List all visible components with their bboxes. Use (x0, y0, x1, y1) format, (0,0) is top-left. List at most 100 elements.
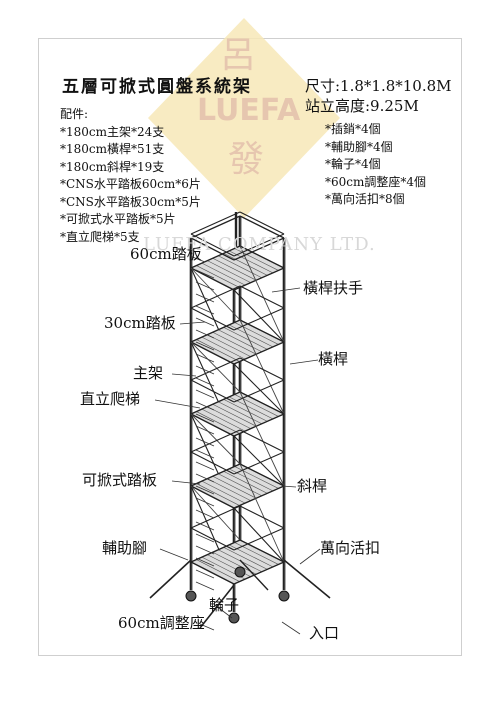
ladder-rung (195, 497, 215, 507)
scaffold-tower (149, 211, 331, 629)
handrail (233, 451, 285, 475)
ladder-rung (195, 365, 215, 375)
ledger (190, 561, 235, 585)
label-60cm-board: 60cm踏板 (130, 245, 202, 263)
parts-heading: 配件: (60, 107, 89, 121)
leader-line (199, 623, 215, 631)
ladder-rung (195, 581, 215, 591)
deck-slat (196, 559, 240, 582)
leader-line (289, 359, 319, 365)
ladder-rung (195, 413, 215, 423)
watermark-diamond (148, 18, 340, 218)
ledger (190, 267, 235, 291)
handrail (190, 357, 241, 381)
deck-slat (207, 478, 251, 501)
leader-line (179, 321, 206, 325)
parts-list-right: *插銷*4個 *輔助腳*4個 *輪子*4個 *60cm調整座*4個 *萬向活扣*… (325, 121, 426, 209)
deck-slat (201, 480, 246, 504)
deck-slat (196, 265, 240, 288)
ledger (233, 485, 285, 509)
parts-item: *180cm主架*24支 (60, 124, 165, 139)
handrail (190, 429, 241, 453)
wheel (228, 612, 240, 624)
ladder-rung (195, 449, 215, 459)
deck-slat (218, 255, 262, 279)
parts-item: *180cm斜桿*19支 (60, 159, 165, 174)
handrail (239, 505, 285, 529)
diagonal-brace (239, 245, 285, 343)
leader-line (281, 621, 301, 635)
ladder-rung (195, 305, 215, 315)
ladder-rung (195, 341, 215, 351)
parts-item: *可掀式水平踏板*5片 (60, 212, 176, 226)
diagonal-brace (233, 363, 285, 415)
ledger (239, 463, 285, 487)
ledger (190, 413, 235, 437)
parts-item: *插銷*4個 (325, 122, 381, 136)
parts-item: *180cm橫桿*51支 (60, 142, 165, 156)
ledger (239, 539, 285, 563)
ladder-rung (195, 377, 215, 387)
diagonal-brace (233, 435, 285, 487)
ledger (190, 391, 241, 415)
top-ring (190, 215, 241, 239)
watermark-company: LUEFA COMPANY LTD. (143, 234, 376, 255)
handrail (239, 357, 285, 381)
handrail (233, 307, 285, 331)
ledger (239, 319, 285, 343)
deck-slat (207, 406, 251, 429)
parts-item: *60cm調整座*4個 (325, 174, 427, 189)
diagonal-brace (190, 341, 241, 393)
ladder-rung (195, 521, 215, 531)
top-ring (239, 215, 285, 239)
ladder-rung (195, 557, 215, 567)
tower-size: 尺寸:1.8*1.8*10.8M (305, 77, 452, 95)
deck-slat (223, 327, 268, 350)
ladder-rung (195, 569, 215, 579)
wheel (278, 590, 290, 602)
ledger (233, 413, 285, 437)
deck-slat (201, 408, 246, 432)
handrail (239, 285, 285, 309)
deck-slat (207, 260, 251, 283)
deck-slat (223, 253, 268, 276)
ladder-rung (195, 401, 215, 411)
label-ladder: 直立爬梯 (80, 390, 141, 408)
ledger (190, 319, 241, 343)
ladder-rung (195, 473, 215, 483)
ladder-rung (195, 329, 215, 339)
parts-list-left: 配件: *180cm主架*24支 *180cm橫桿*51支 *180cm斜桿*1… (60, 106, 201, 246)
deck-board (190, 319, 285, 365)
handrail (233, 233, 285, 257)
label-30cm-board: 30cm踏板 (104, 314, 176, 332)
diagonal-brace (190, 413, 241, 465)
parts-item: *萬向活扣*8個 (325, 192, 405, 206)
handrail (233, 379, 285, 403)
ledger (190, 463, 241, 487)
leader-line (299, 548, 321, 565)
label-jack: 60cm調整座 (118, 614, 205, 632)
deck-slat (218, 473, 262, 497)
handrail (190, 505, 241, 529)
handrail (190, 211, 241, 235)
ledger (239, 245, 285, 269)
ladder-rung (195, 545, 215, 555)
watermark-char-bottom: 發 (228, 139, 265, 180)
leader-line (171, 480, 201, 485)
deck-slat (218, 401, 262, 425)
diagonal-brace (233, 507, 285, 563)
diagonal-brace (239, 391, 285, 487)
standing-height: 站立高度:9.25M (305, 97, 419, 115)
leader-line (154, 399, 201, 409)
leader-line (159, 548, 189, 561)
label-hatch-board: 可掀式踏板 (82, 471, 158, 489)
handrail (190, 285, 241, 309)
ladder-rung (195, 533, 215, 543)
handrail (239, 429, 285, 453)
handrail (239, 211, 285, 235)
ledger (190, 485, 235, 509)
parts-item: *直立爬梯*5支 (60, 229, 140, 244)
deck-slat (223, 471, 268, 494)
diagonal-brace (239, 319, 285, 415)
